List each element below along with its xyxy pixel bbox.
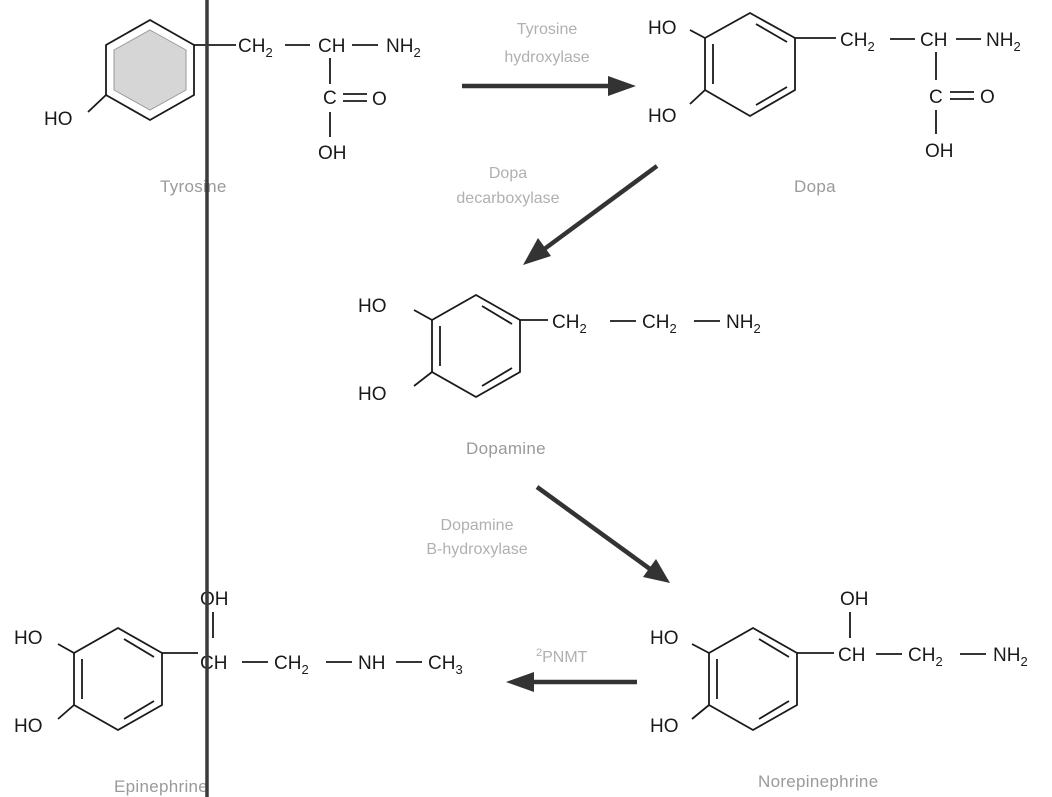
norepinephrine-nh2-label: NH2 <box>993 645 1028 669</box>
epinephrine-oh-label: OH <box>200 589 229 610</box>
epinephrine-ho-bottom-label: HO <box>14 716 43 737</box>
dopa-ch-label: CH <box>920 30 947 51</box>
tyrosine-nh2-label: NH2 <box>386 36 421 60</box>
enzyme-tyrosine-hydroxylase-line1: Tyrosine <box>517 21 578 38</box>
arrow-dopa-to-dopamine <box>523 164 659 265</box>
dopamine-nh2-label: NH2 <box>726 312 761 336</box>
dopa-carbon-label: C <box>929 87 943 108</box>
arrow-dopamine-to-norepinephrine <box>535 485 670 583</box>
enzyme-dopa-decarboxylase-line2: decarboxylase <box>456 190 559 207</box>
tyrosine-aromatic-shading <box>113 29 187 111</box>
epinephrine-ho-top-label: HO <box>14 628 43 649</box>
dopa-ch2-label: CH2 <box>840 30 875 54</box>
dopamine-ho-bottom-label: HO <box>358 384 387 405</box>
arrow-tyrosine-to-dopa <box>462 76 636 96</box>
norepinephrine-benzene-ring <box>708 626 798 732</box>
dopa-oxygen-label: O <box>980 87 995 108</box>
norepinephrine-name: Norepinephrine <box>758 772 878 791</box>
enzyme-dopamine-b-hydroxylase-line2: B-hydroxylase <box>426 541 527 558</box>
tyrosine-carbon-label: C <box>323 88 337 109</box>
enzyme-dopa-decarboxylase-line1: Dopa <box>489 165 527 182</box>
norepinephrine-ho-bottom-label: HO <box>650 716 679 737</box>
dopa-benzene-ring <box>704 11 796 118</box>
dopamine-benzene-ring <box>431 293 521 399</box>
epinephrine-name: Epinephrine <box>114 777 208 796</box>
dopamine-name: Dopamine <box>466 439 546 458</box>
epinephrine-ch3-label: CH3 <box>428 653 463 677</box>
tyrosine-name: Tyrosine <box>160 177 227 196</box>
enzyme-dopamine-b-hydroxylase-line1: Dopamine <box>441 517 514 534</box>
tyrosine-structure: HO CH2 CH NH2 C O OH <box>44 18 421 164</box>
tyrosine-ho-label: HO <box>44 109 73 130</box>
enzyme-tyrosine-hydroxylase-line2: hydroxylase <box>504 49 589 66</box>
enzyme-pnmt-label: 2PNMT <box>536 647 588 666</box>
dopamine-ho-top-label: HO <box>358 296 387 317</box>
epinephrine-ch2-label: CH2 <box>274 653 309 677</box>
norepinephrine-structure: HO HO OH CH CH2 NH2 <box>650 589 1028 737</box>
dopa-oh-label: OH <box>925 141 954 162</box>
epinephrine-structure: HO HO OH CH CH2 NH CH3 <box>14 589 463 737</box>
tyrosine-oh-label: OH <box>318 143 347 164</box>
epinephrine-benzene-ring <box>73 626 163 732</box>
dopa-ho-top-label: HO <box>648 18 677 39</box>
epinephrine-ch-label: CH <box>200 653 227 674</box>
dopa-structure: HO HO CH2 CH NH2 C O OH <box>648 11 1021 162</box>
tyrosine-oxygen-label: O <box>372 89 387 110</box>
dopa-name: Dopa <box>794 177 836 196</box>
tyrosine-ch-label: CH <box>318 36 345 57</box>
norepinephrine-ho-top-label: HO <box>650 628 679 649</box>
dopamine-ch2-a-label: CH2 <box>552 312 587 336</box>
norepinephrine-ch-label: CH <box>838 645 865 666</box>
dopamine-structure: HO HO CH2 CH2 NH2 <box>358 293 761 405</box>
norepinephrine-ch2-label: CH2 <box>908 645 943 669</box>
epinephrine-nh-label: NH <box>358 653 385 674</box>
dopa-ho-bottom-label: HO <box>648 106 677 127</box>
dopa-nh2-label: NH2 <box>986 30 1021 54</box>
dopamine-ch2-b-label: CH2 <box>642 312 677 336</box>
norepinephrine-oh-label: OH <box>840 589 869 610</box>
tyrosine-ch2-label: CH2 <box>238 36 273 60</box>
arrow-norepinephrine-to-epinephrine <box>506 672 637 692</box>
